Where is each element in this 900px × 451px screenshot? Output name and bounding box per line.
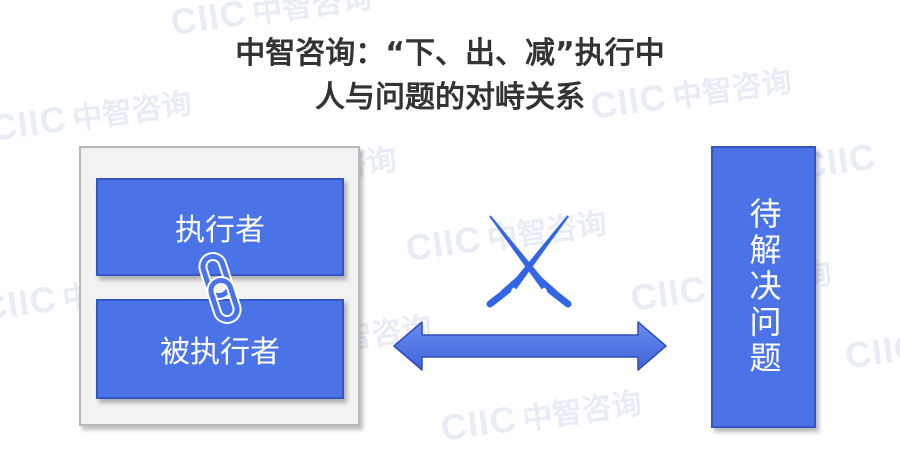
crossed-swords-icon [486,215,572,308]
diagram-title-line-2: 人与问题的对峙关系 [315,80,585,115]
chain-link-icon [198,251,242,325]
executor-label: 执行者 [175,213,265,248]
double-arrow-icon [393,321,667,371]
problem-label: 待解决问题 [744,197,783,377]
executed-label: 被执行者 [160,335,280,370]
watermark: CIIC中智咨询 [438,386,644,449]
watermark: CIIC [842,325,900,377]
diagram-title-line-1: 中智咨询：“下、出、减”执行中 [235,36,665,71]
problem-box: 待解决问题 [711,146,816,428]
